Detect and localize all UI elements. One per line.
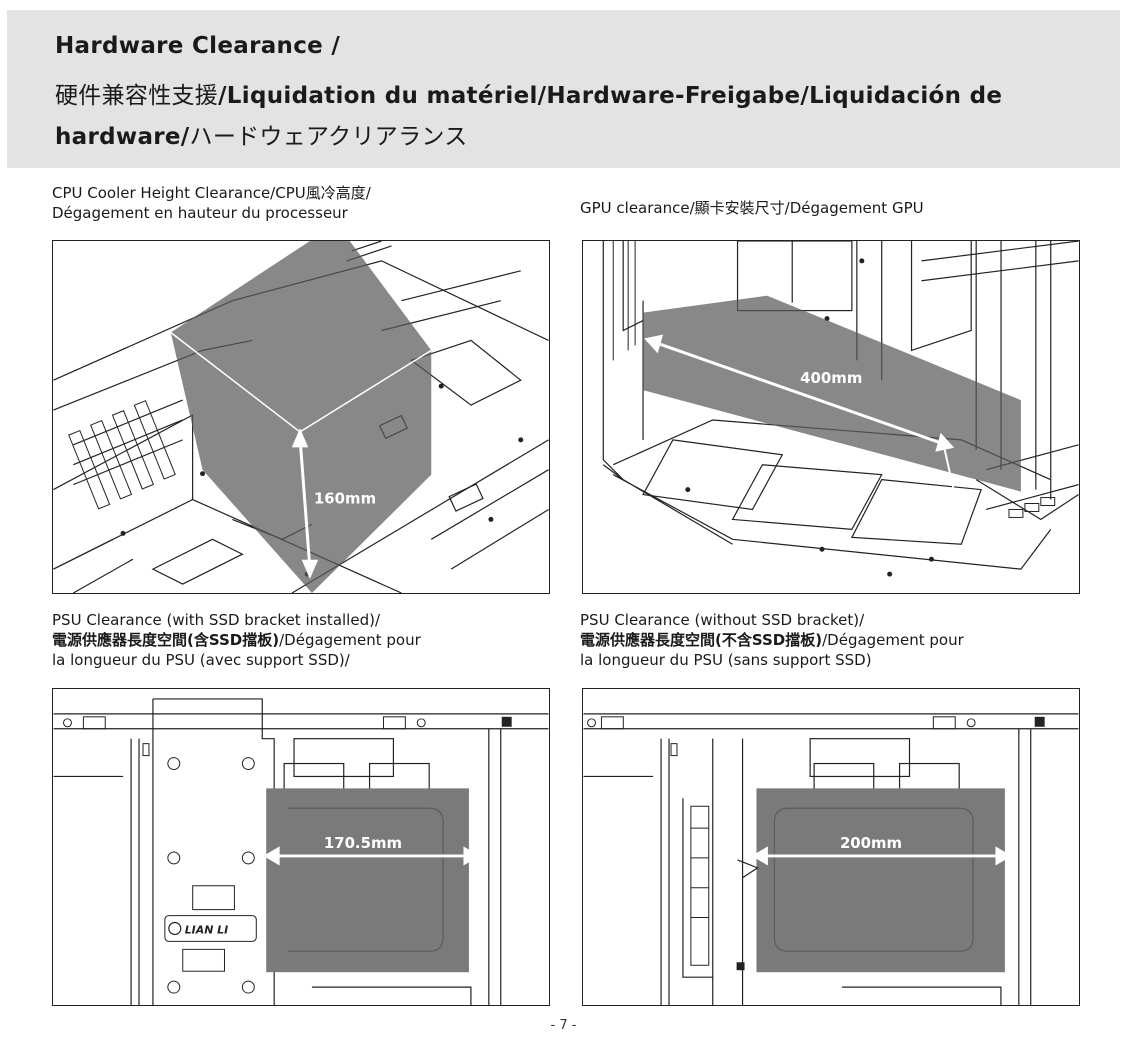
title-hardware: hardware/ [55,124,190,150]
title-chinese: 硬件兼容性支援 [55,83,219,109]
gpu-clearance-figure: 400mm [582,240,1080,594]
gpu-clearance-volume [643,295,1021,492]
cpu-clearance-figure: 160mm [52,240,550,594]
psu-with-clearance-area [266,788,469,973]
psu-with-caption-line3: la longueur du PSU (avec support SSD)/ [52,651,350,669]
psu-without-clearance-area [756,788,1005,973]
header-band [7,10,1120,168]
psu-with-bracket-figure: LIAN LI 170.5mm [52,688,550,1006]
psu-without-caption-chinese: 電源供應器長度空間(不含SSD擋板) [580,631,823,649]
psu-without-bracket-figure: 200mm [582,688,1080,1006]
cpu-caption-line1: CPU Cooler Height Clearance/CPU風冷高度/ [52,184,371,202]
gpu-case-drawing: 400mm [602,241,1079,577]
title-line-2: 硬件兼容性支援/Liquidation du matériel/Hardware… [55,76,1002,110]
psu-without-dimension-label: 200mm [840,834,902,852]
psu-without-caption-line1: PSU Clearance (without SSD bracket)/ [580,611,865,629]
title-line-1: Hardware Clearance / [55,33,340,59]
gpu-caption-line1: GPU clearance/顯卡安裝尺寸/Dégagement GPU [580,199,924,217]
psu-with-case-drawing: LIAN LI 170.5mm [53,698,549,1005]
title-line-3: hardware/ハードウェアクリアランス [55,117,468,151]
psu-without-case-drawing: 200mm [583,713,1079,1005]
cpu-caption-line2: Dégagement en hauteur du processeur [52,204,348,222]
cpu-caption: CPU Cooler Height Clearance/CPU風冷高度/ Dég… [52,183,371,223]
psu-without-caption: PSU Clearance (without SSD bracket)/ 電源供… [580,610,964,670]
gpu-caption: GPU clearance/顯卡安裝尺寸/Dégagement GPU [580,198,924,218]
title-translations: /Liquidation du matériel/Hardware-Freiga… [218,83,1003,109]
gpu-dimension-label: 400mm [800,369,862,387]
psu-with-caption-line1: PSU Clearance (with SSD bracket installe… [52,611,381,629]
cpu-clearance-volume [170,241,432,593]
lian-li-logo: LIAN LI [185,923,228,936]
title-japanese: ハードウェアクリアランス [189,124,468,150]
psu-with-caption: PSU Clearance (with SSD bracket installe… [52,610,421,670]
psu-with-dimension-label: 170.5mm [324,834,402,852]
page-number: - 7 - [550,1018,577,1033]
psu-without-caption-line3: la longueur du PSU (sans support SSD) [580,651,872,669]
psu-with-caption-chinese: 電源供應器長度空間(含SSD擋板) [52,631,280,649]
cpu-case-drawing: 160mm [53,241,549,593]
title-english: Hardware Clearance / [55,33,341,59]
cpu-dimension-label: 160mm [314,490,376,508]
psu-with-caption-french1: /Dégagement pour [279,631,421,649]
psu-without-caption-french1: /Dégagement pour [822,631,964,649]
